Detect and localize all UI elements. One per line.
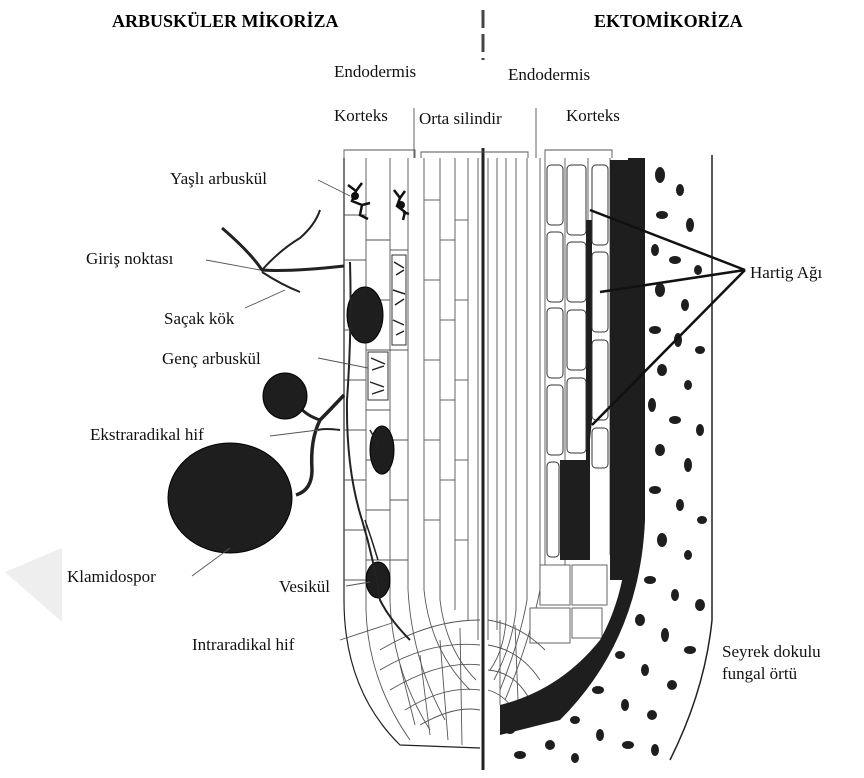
label-genc-arbuskul: Genç arbuskül (162, 349, 261, 368)
header-arbuscular: ARBUSKÜLER MİKORİZA (112, 11, 339, 31)
header-ectomycorrhiza: EKTOMİKORİZA (594, 11, 743, 31)
young-arbuscule (368, 352, 388, 400)
leader-ekstraradikal-hif (270, 430, 318, 436)
label-yasli-arbuskul: Yaşlı arbuskül (170, 169, 267, 188)
extraradical-hyphae (296, 395, 344, 495)
old-arbuscule (348, 183, 409, 220)
label-intraradikal-hif: Intraradikal hif (192, 635, 295, 654)
watermark-shape (5, 548, 62, 622)
right-root (488, 155, 712, 763)
label-sacak-kok: Saçak kök (164, 309, 235, 328)
label-giris-noktasi: Giriş noktası (86, 249, 174, 268)
leader-intraradikal-hif (340, 622, 395, 640)
leader-genc-arbuskul (318, 358, 368, 368)
leader-giris-noktasi (206, 260, 260, 270)
vesicle-upper (347, 287, 383, 343)
label-korteks-right: Korteks (566, 106, 620, 125)
leader-sacak-kok (245, 290, 285, 308)
label-hartig-agi: Hartig Ağı (750, 263, 823, 282)
label-orta-silindir: Orta silindir (419, 109, 502, 128)
label-fungal-ortu: fungal örtü (722, 664, 798, 683)
leader-yasli-arbuskul (318, 180, 350, 196)
entry-hyphae (222, 210, 344, 292)
vesicle-middle (370, 426, 394, 474)
chlamydospore (168, 443, 292, 553)
leader-klamidospor (192, 548, 230, 576)
label-vesikul: Vesikül (279, 577, 330, 596)
top-brackets (344, 150, 612, 158)
label-ekstraradikal-hif: Ekstraradikal hif (90, 425, 204, 444)
label-korteks-left: Korteks (334, 106, 388, 125)
label-klamidospor: Klamidospor (67, 567, 156, 586)
sheath-outline (670, 155, 712, 760)
label-endodermis-right: Endodermis (508, 65, 590, 84)
left-root-tip (380, 620, 480, 745)
left-root (344, 158, 480, 748)
label-endodermis-left: Endodermis (334, 62, 416, 81)
label-seyrek-dokulu: Seyrek dokulu (722, 642, 821, 661)
small-spore (263, 373, 307, 419)
arbuscule-mass (392, 255, 406, 345)
